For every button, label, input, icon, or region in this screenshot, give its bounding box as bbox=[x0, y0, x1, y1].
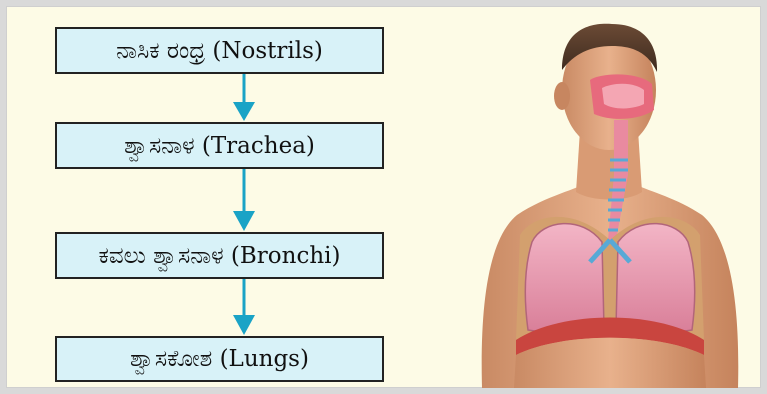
flow-step-label: ಶ್ವಾಸನಾಳ (Trachea) bbox=[124, 133, 315, 159]
flow-step-trachea: ಶ್ವಾಸನಾಳ (Trachea) bbox=[55, 122, 384, 169]
flow-step-lungs: ಶ್ವಾಸಕೋಶ (Lungs) bbox=[55, 336, 384, 382]
flow-step-label: ನಾಸಿಕ ರಂಧ್ರ (Nostrils) bbox=[116, 38, 323, 64]
flow-step-label: ಕವಲು ಶ್ವಾಸನಾಳ (Bronchi) bbox=[99, 243, 341, 269]
down-arrow-icon bbox=[230, 169, 258, 232]
down-arrow-icon bbox=[230, 279, 258, 336]
human-respiratory-system-illustration bbox=[462, 10, 757, 388]
down-arrow-icon bbox=[230, 74, 258, 122]
flow-step-label: ಶ್ವಾಸಕೋಶ (Lungs) bbox=[130, 346, 309, 372]
respiratory-flowchart: ನಾಸಿಕ ರಂಧ್ರ (Nostrils) ಶ್ವಾಸನಾಳ (Trachea… bbox=[0, 0, 460, 394]
flow-step-bronchi: ಕವಲು ಶ್ವಾಸನಾಳ (Bronchi) bbox=[55, 232, 384, 279]
flow-step-nostrils: ನಾಸಿಕ ರಂಧ್ರ (Nostrils) bbox=[55, 27, 384, 74]
